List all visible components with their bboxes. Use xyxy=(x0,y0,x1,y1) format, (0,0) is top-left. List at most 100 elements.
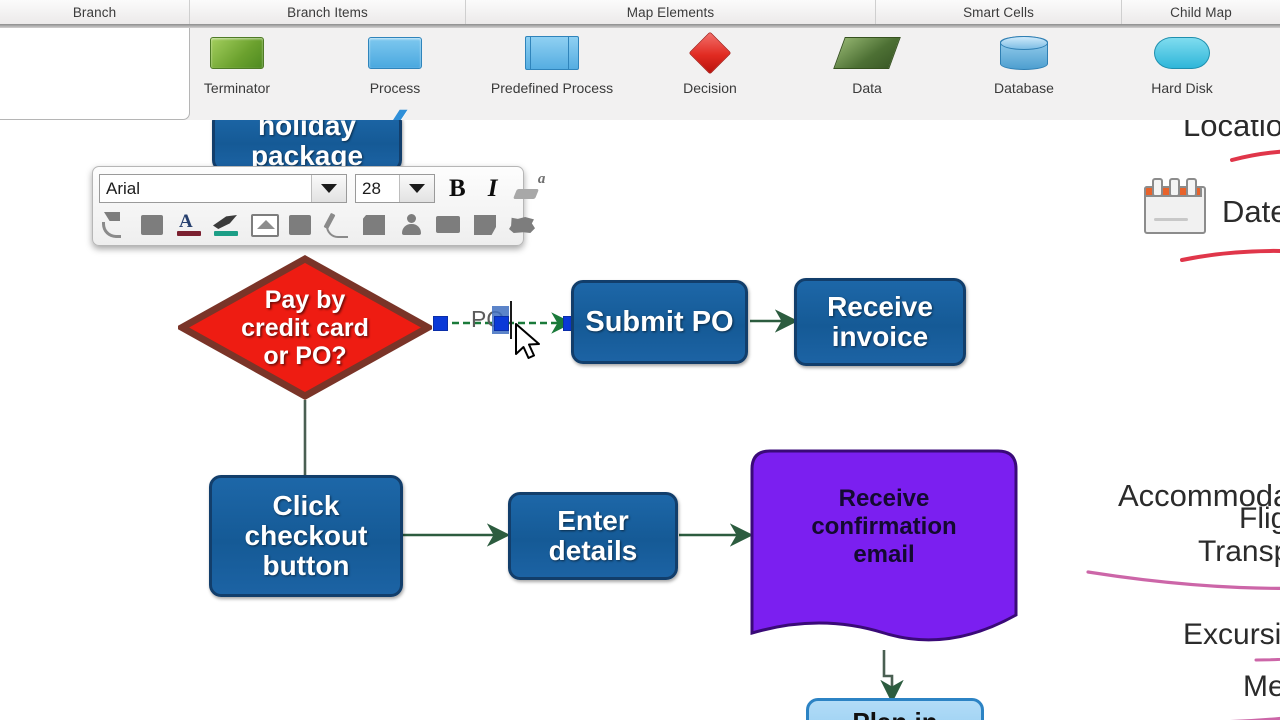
node-enter-details[interactable]: Enter details xyxy=(508,492,678,580)
ribbon-group-label: Child Map xyxy=(1170,4,1232,20)
ribbon-left-pane xyxy=(0,28,190,120)
mindmap-branch-accommodation[interactable]: Accommodation xyxy=(1118,478,1280,513)
node-label-line: button xyxy=(262,549,350,581)
floating-format-toolbar: Arial 28 B I a A xyxy=(92,166,545,246)
font-color-A-icon[interactable]: A xyxy=(175,211,203,239)
gallery-item-label: Process xyxy=(369,80,421,96)
mindmap-line-flights xyxy=(1254,657,1280,662)
mindmap-branch-excursions[interactable]: Excursions xyxy=(1183,618,1280,651)
gallery-item-process[interactable]: Process xyxy=(320,32,470,118)
mouse-pointer-icon xyxy=(515,323,540,359)
person-icon[interactable] xyxy=(397,211,425,239)
hard-disk-shape-icon xyxy=(1154,32,1210,74)
node-label: Plan in xyxy=(852,707,937,720)
node-label-line: holiday xyxy=(257,120,356,142)
gallery-item-decision[interactable]: Decision xyxy=(635,31,785,118)
predefined-process-shape-icon xyxy=(525,32,579,74)
mindmap-line-accommodation xyxy=(1086,570,1280,590)
mindmap-line-dates xyxy=(1180,248,1280,262)
node-holiday-package[interactable]: holiday package xyxy=(212,120,402,172)
ribbon-group-label: Branch Items xyxy=(287,4,368,20)
node-label-line: Enter xyxy=(557,505,629,537)
node-receive-invoice[interactable]: Receive invoice xyxy=(794,278,966,366)
node-label-line: checkout xyxy=(244,520,368,552)
calendar-icon xyxy=(1144,178,1206,234)
connector-handle-mid[interactable] xyxy=(494,316,509,331)
gallery-item-hard-disk[interactable]: Hard Disk xyxy=(1107,32,1257,118)
font-family-value: Arial xyxy=(106,178,141,198)
chevron-down-icon[interactable] xyxy=(399,175,434,202)
gallery-item-label: Hard Disk xyxy=(1151,80,1213,96)
notched-shape-icon[interactable] xyxy=(471,211,499,239)
node-plan-in[interactable]: Plan in xyxy=(806,698,984,720)
connector-handle-start[interactable] xyxy=(433,316,448,331)
font-size-combobox[interactable]: 28 xyxy=(355,174,435,203)
fill-square-icon[interactable] xyxy=(138,211,166,239)
pen-icon[interactable] xyxy=(323,211,351,239)
decision-shape-icon xyxy=(688,31,732,75)
ribbon-group-label: Branch xyxy=(72,4,117,20)
mindmap-line-location xyxy=(1230,149,1280,162)
node-label-line: invoice xyxy=(831,321,929,352)
rectangle-icon[interactable] xyxy=(434,211,462,239)
node-label: Submit PO xyxy=(585,305,734,338)
mindmap-branch-transport[interactable]: Transport xyxy=(1198,535,1280,568)
filled-square-icon[interactable] xyxy=(286,211,314,239)
gallery-item-data[interactable]: Data xyxy=(792,32,942,118)
gallery-item-label: Terminator xyxy=(203,80,271,96)
gallery-item-label: Predefined Process xyxy=(490,80,614,96)
ribbon-group-branch-items[interactable]: Branch Items xyxy=(190,0,466,24)
node-click-checkout[interactable]: Click checkout button xyxy=(209,475,403,597)
mindmap-branch-meals[interactable]: Meals xyxy=(1243,670,1280,703)
terminator-shape-icon xyxy=(210,32,264,74)
cloud-shape-icon[interactable] xyxy=(508,211,536,239)
document-shape xyxy=(750,449,1018,642)
mindmap-branch-dates[interactable]: Dates xyxy=(1222,194,1280,229)
ribbon-group-bar: Branch Branch Items Map Elements Smart C… xyxy=(0,0,1280,25)
bold-button[interactable]: B xyxy=(449,174,466,202)
connector-icon[interactable] xyxy=(101,211,129,239)
ribbon-group-label: Map Elements xyxy=(626,4,715,20)
gallery-item-database[interactable]: Database xyxy=(949,32,1099,118)
eraser-icon xyxy=(513,188,540,199)
gallery-item-label: Decision xyxy=(683,80,737,96)
connector-confirmation-to-plan-in xyxy=(880,650,904,704)
gallery-item-terminator[interactable]: Terminator xyxy=(162,32,312,118)
italic-button[interactable]: I xyxy=(487,174,498,202)
mind-map-lines xyxy=(1086,149,1280,720)
gallery-item-predefined-process[interactable]: Predefined Process xyxy=(477,32,627,118)
database-shape-icon xyxy=(1000,32,1048,74)
clear-formatting-button[interactable]: a xyxy=(513,171,545,203)
node-label-line: Click xyxy=(272,490,340,522)
ribbon-group-child-map[interactable]: Child Map xyxy=(1122,0,1280,24)
brush-icon[interactable] xyxy=(212,211,240,239)
ribbon-group-smart-cells[interactable]: Smart Cells xyxy=(876,0,1122,24)
ribbon-group-map-elements[interactable]: Map Elements xyxy=(466,0,876,24)
folded-shape-icon[interactable] xyxy=(360,211,388,239)
ribbon-group-branch[interactable]: Branch xyxy=(0,0,190,24)
process-shape-icon xyxy=(368,32,422,74)
data-shape-icon xyxy=(833,32,901,74)
mindmap-branch-flights[interactable]: Flights xyxy=(1239,502,1280,535)
format-toolbar-row-2: A xyxy=(101,209,536,241)
node-label-line: package xyxy=(250,140,364,171)
node-pay-by-decision[interactable]: Pay by credit card or PO? xyxy=(178,255,432,400)
text-caret xyxy=(510,301,512,339)
image-icon[interactable] xyxy=(249,211,279,239)
node-receive-confirmation-email[interactable]: Receive confirmation email xyxy=(748,447,1020,653)
node-label-line: Receive xyxy=(827,291,933,323)
mindmap-branch-location[interactable]: Location xyxy=(1183,120,1280,143)
ribbon-separator xyxy=(0,24,1280,28)
decision-diamond-shape xyxy=(178,255,432,400)
node-submit-po[interactable]: Submit PO xyxy=(571,280,748,364)
mindmap-line-transport xyxy=(1229,716,1280,720)
font-family-combobox[interactable]: Arial xyxy=(99,174,347,203)
gallery-item-label: Database xyxy=(994,80,1054,96)
font-size-value: 28 xyxy=(362,178,381,198)
chevron-down-icon[interactable] xyxy=(311,175,346,202)
clear-formatting-label: a xyxy=(537,170,546,187)
ribbon-group-label: Smart Cells xyxy=(963,4,1034,20)
format-toolbar-row-1: Arial 28 B I a xyxy=(99,171,545,205)
node-label-line: details xyxy=(548,535,638,566)
